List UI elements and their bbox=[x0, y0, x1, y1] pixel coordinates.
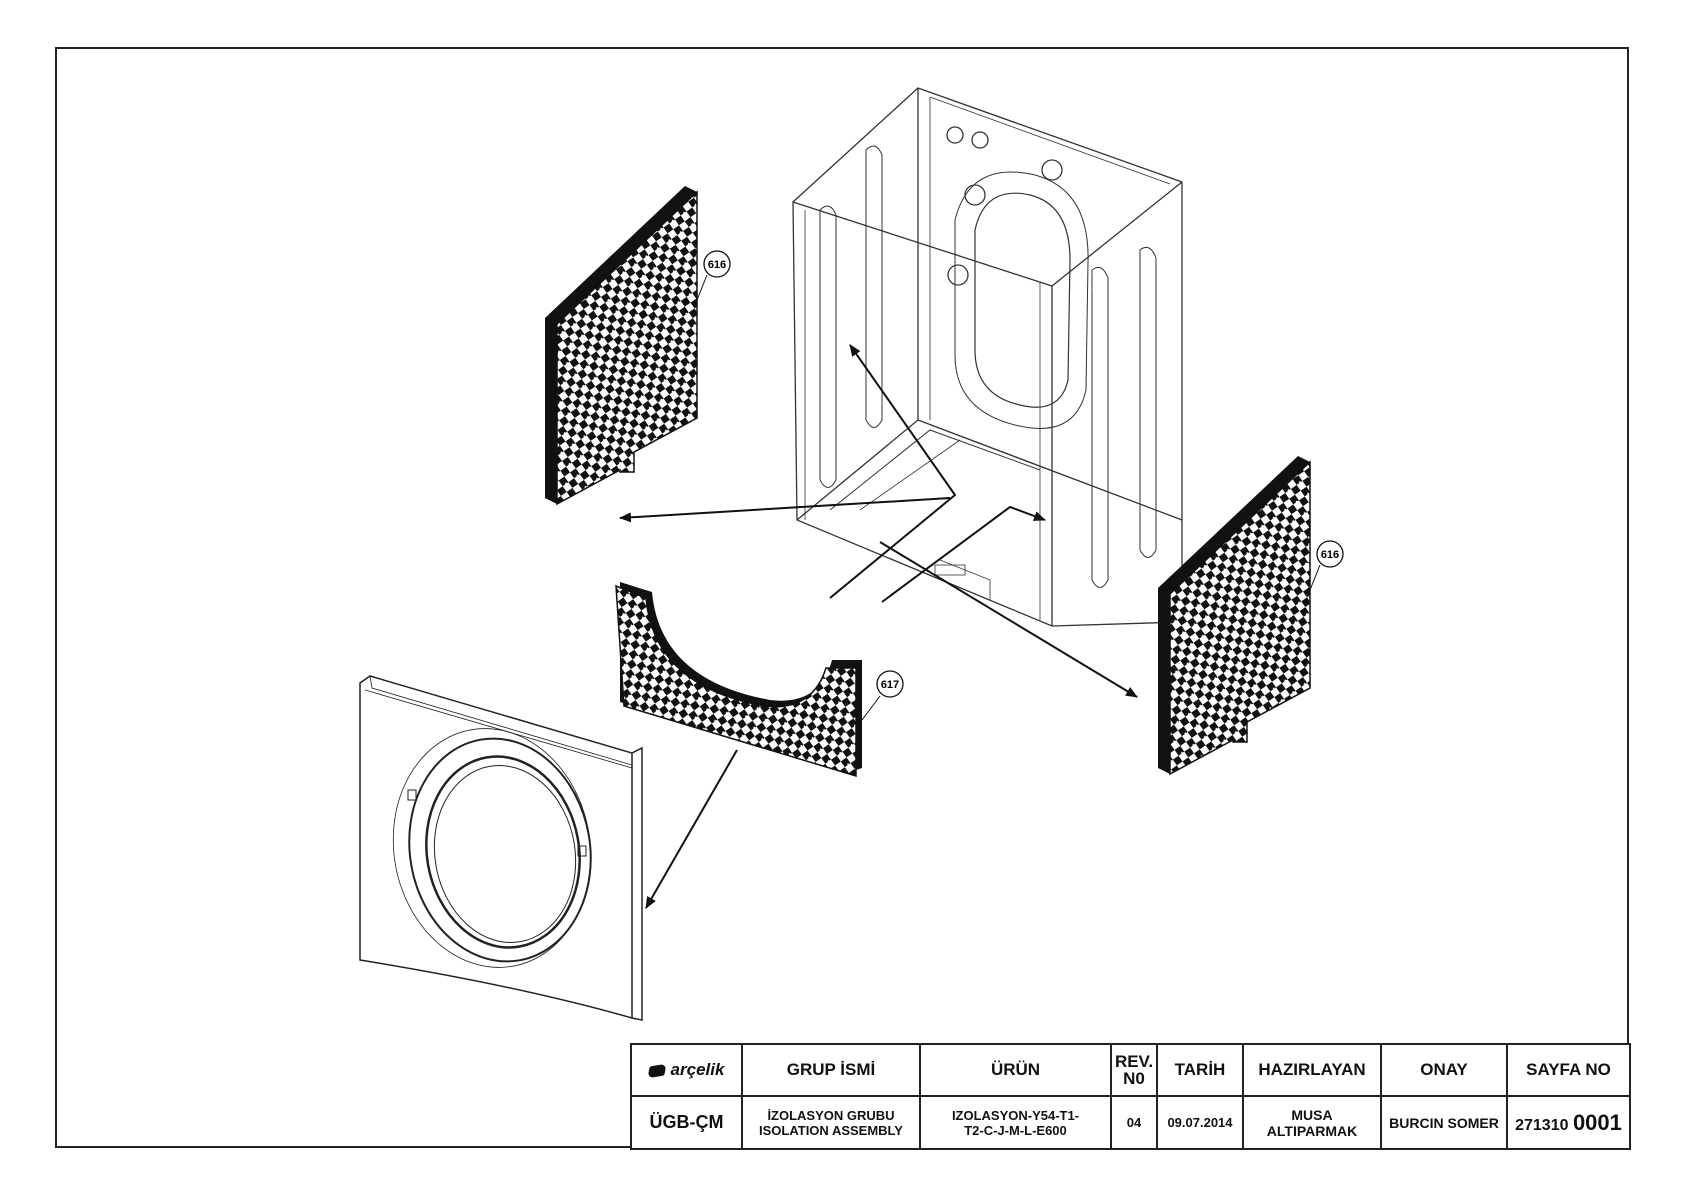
header-group-name: GRUP İSMİ bbox=[741, 1043, 921, 1097]
front-insulation-panel bbox=[615, 582, 862, 778]
left-insulation-panel bbox=[545, 186, 698, 506]
value-page-no: 271310 0001 bbox=[1506, 1095, 1631, 1150]
value-approval: BURCIN SOMER bbox=[1380, 1095, 1508, 1150]
callout-616-left: 616 bbox=[696, 250, 731, 301]
logo-mark-icon bbox=[647, 1063, 667, 1078]
value-date: 09.07.2014 bbox=[1156, 1095, 1244, 1150]
header-product: ÜRÜN bbox=[919, 1043, 1112, 1097]
value-product: IZOLASYON-Y54-T1-T2-C-J-M-L-E600 bbox=[919, 1095, 1112, 1150]
value-code: ÜGB-ÇM bbox=[630, 1095, 743, 1150]
header-rev-no: REV.N0 bbox=[1110, 1043, 1158, 1097]
value-prepared-by: MUSA ALTIPARMAK bbox=[1242, 1095, 1382, 1150]
header-approval: ONAY bbox=[1380, 1043, 1508, 1097]
svg-text:617: 617 bbox=[881, 679, 899, 691]
assembly-arrows bbox=[619, 344, 1138, 909]
header-prepared-by: HAZIRLAYAN bbox=[1242, 1043, 1382, 1097]
header-date: TARİH bbox=[1156, 1043, 1244, 1097]
cabinet-body bbox=[792, 87, 1183, 627]
header-page-no: SAYFA NO bbox=[1506, 1043, 1631, 1097]
callout-617: 617 bbox=[861, 670, 904, 721]
company-logo: arçelik bbox=[630, 1043, 743, 1097]
right-insulation-panel bbox=[1158, 456, 1311, 776]
callout-616-right: 616 bbox=[1309, 540, 1344, 591]
svg-text:616: 616 bbox=[1321, 549, 1339, 561]
title-block: arçelik GRUP İSMİ ÜRÜN REV.N0 TARİH HAZI… bbox=[630, 1043, 1631, 1150]
svg-text:616: 616 bbox=[708, 259, 726, 271]
value-rev-no: 04 bbox=[1110, 1095, 1158, 1150]
front-door-panel bbox=[359, 675, 643, 1021]
